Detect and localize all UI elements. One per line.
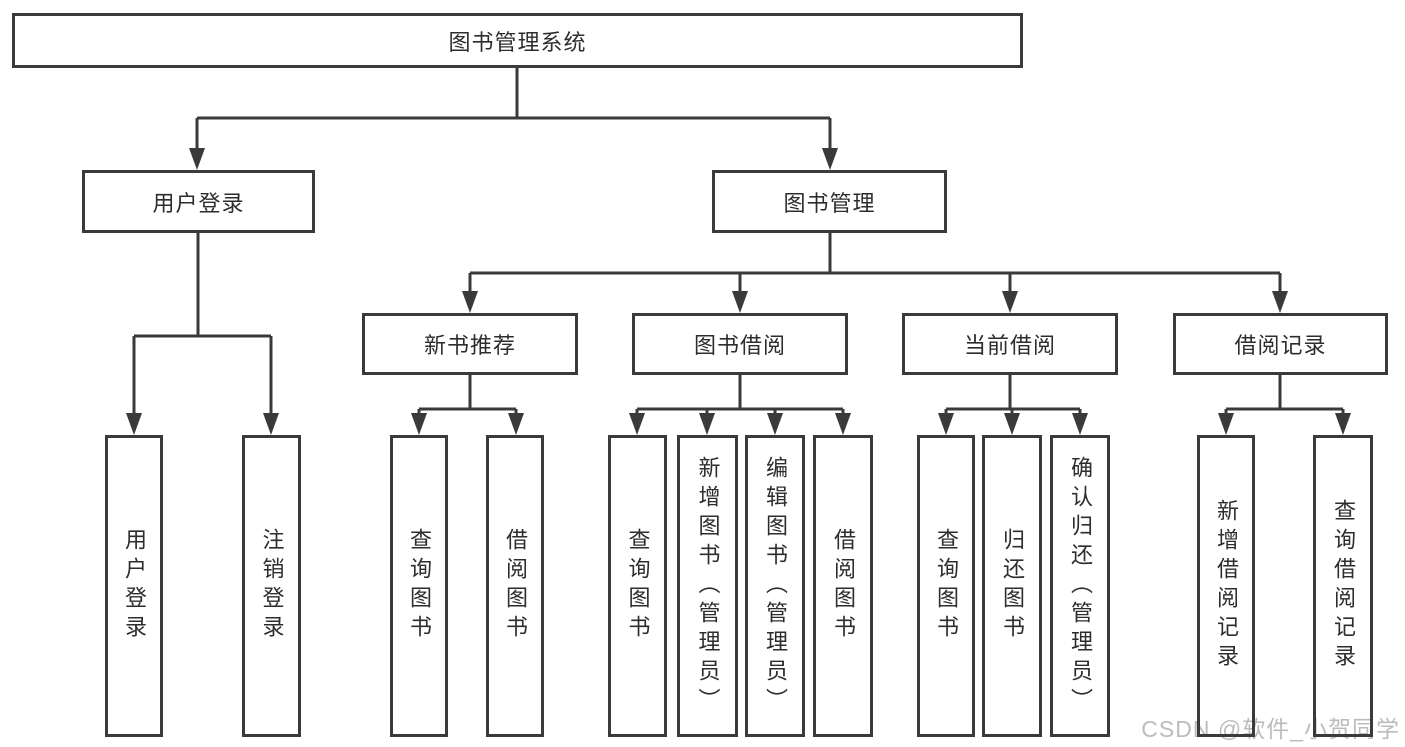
leaf-add-borrow-record: 新增借阅记录 xyxy=(1197,435,1255,737)
node-borrowing-records-label: 借阅记录 xyxy=(1234,333,1327,358)
leaf-query-books-recommend: 查询图书 xyxy=(390,435,448,737)
leaf-logout: 注销登录 xyxy=(242,435,301,737)
leaf-logout-label: 注销登录 xyxy=(259,528,285,644)
node-user-login-group-label: 用户登录 xyxy=(152,190,245,216)
leaf-query-books-recommend-label: 查询图书 xyxy=(407,528,432,644)
node-borrowing-records: 借阅记录 xyxy=(1173,313,1388,375)
leaf-user-login-label: 用户登录 xyxy=(122,528,147,644)
leaf-query-borrow-record: 查询借阅记录 xyxy=(1313,435,1373,737)
node-current-borrowing-label: 当前借阅 xyxy=(963,333,1056,358)
connector-root xyxy=(195,68,832,166)
node-new-book-recommend: 新书推荐 xyxy=(362,313,578,375)
node-book-management-label: 图书管理 xyxy=(783,190,876,216)
leaf-add-book-admin-label: 新增图书（管理员） xyxy=(695,455,721,717)
connector-user-login xyxy=(132,233,273,431)
node-root-system: 图书管理系统 xyxy=(12,13,1023,68)
connector-book-management xyxy=(468,233,1282,309)
leaf-query-books-current: 查询图书 xyxy=(917,435,975,737)
leaf-return-book-label: 归还图书 xyxy=(1000,528,1025,644)
node-new-book-recommend-label: 新书推荐 xyxy=(423,333,516,358)
leaf-query-books-borrowing: 查询图书 xyxy=(608,435,667,737)
leaf-user-login: 用户登录 xyxy=(105,435,163,737)
arrowheads xyxy=(126,148,1351,435)
leaf-confirm-return-admin: 确认归还（管理员） xyxy=(1050,435,1110,737)
leaf-query-borrow-record-label: 查询借阅记录 xyxy=(1331,499,1356,673)
connector-borrowing-records xyxy=(1224,375,1345,431)
node-current-borrowing: 当前借阅 xyxy=(902,313,1118,375)
node-book-borrowing-label: 图书借阅 xyxy=(693,333,786,358)
leaf-borrow-book-label: 借阅图书 xyxy=(831,528,856,644)
leaf-query-books-borrowing-label: 查询图书 xyxy=(625,528,651,644)
leaf-borrow-book: 借阅图书 xyxy=(813,435,873,737)
leaf-borrow-books-recommend-label: 借阅图书 xyxy=(503,528,528,644)
node-user-login-group: 用户登录 xyxy=(82,170,315,233)
node-root-label: 图书管理系统 xyxy=(448,29,587,55)
leaf-confirm-return-admin-label: 确认归还（管理员） xyxy=(1068,455,1093,717)
node-book-management: 图书管理 xyxy=(712,170,947,233)
leaf-edit-book-admin: 编辑图书（管理员） xyxy=(745,435,805,737)
node-book-borrowing: 图书借阅 xyxy=(632,313,848,375)
connector-book-borrowing xyxy=(635,375,845,431)
leaf-borrow-books-recommend: 借阅图书 xyxy=(486,435,544,737)
csdn-watermark: CSDN @软件_小贺同学 xyxy=(1141,716,1400,742)
leaf-query-books-current-label: 查询图书 xyxy=(934,528,959,644)
leaf-add-borrow-record-label: 新增借阅记录 xyxy=(1214,499,1239,673)
connector-new-book-recommend xyxy=(417,375,518,431)
leaf-return-book: 归还图书 xyxy=(982,435,1042,737)
leaf-edit-book-admin-label: 编辑图书（管理员） xyxy=(763,455,788,717)
leaf-add-book-admin: 新增图书（管理员） xyxy=(677,435,738,737)
